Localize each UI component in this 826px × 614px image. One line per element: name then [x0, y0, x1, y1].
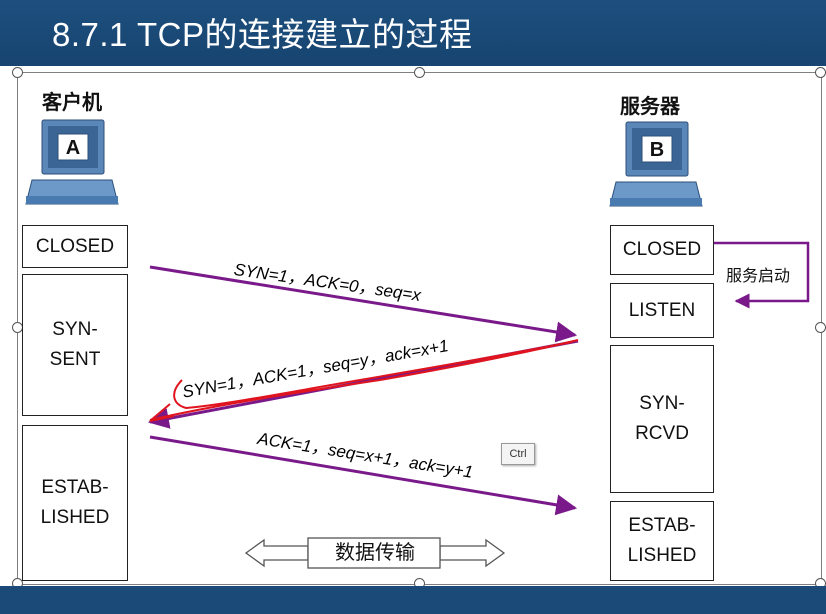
server-state-syn-rcvd: SYN- RCVD — [610, 345, 714, 493]
client-state-syn-sent-line1: SYN- — [52, 319, 98, 340]
server-state-syn-rcvd-line2: RCVD — [635, 423, 689, 444]
server-state-closed: CLOSED — [610, 225, 714, 275]
data-transfer-box — [307, 537, 441, 569]
server-label: 服务器 — [620, 96, 680, 118]
server-state-established: ESTAB- LISHED — [610, 501, 714, 581]
client-state-established-line2: LISHED — [40, 507, 110, 528]
client-label: 客户机 — [42, 92, 102, 114]
client-state-closed: CLOSED — [22, 225, 128, 268]
data-transfer-label: 数据传输 — [335, 542, 415, 564]
server-state-established-line1: ESTAB- — [628, 515, 696, 536]
client-computer-icon — [25, 119, 119, 205]
red-annotation-stroke — [149, 339, 579, 421]
client-letter: A — [66, 137, 80, 159]
bottom-bar — [0, 586, 826, 614]
client-state-syn-sent-line2: SENT — [49, 349, 101, 370]
server-letter: B — [650, 139, 664, 161]
client-state-established: ESTAB- LISHED — [22, 425, 128, 581]
title-bar: 8.7.1 TCP的连接建立的过程 ⟳ — [0, 0, 826, 66]
server-state-closed-text: CLOSED — [622, 239, 702, 260]
client-state-established-line1: ESTAB- — [41, 477, 109, 498]
server-state-established-line2: LISHED — [627, 545, 697, 566]
server-state-syn-rcvd-line1: SYN- — [639, 393, 685, 414]
server-start-label: 服务启动 — [726, 268, 791, 285]
page-title: 8.7.1 TCP的连接建立的过程 — [52, 16, 473, 53]
data-transfer-right-arrow-icon — [439, 538, 506, 568]
resize-handle-top-left[interactable] — [12, 67, 23, 78]
syn-arrow — [149, 265, 578, 343]
server-computer-icon — [609, 121, 703, 207]
rotate-handle-icon[interactable]: ⟳ — [412, 26, 426, 43]
resize-handle-top[interactable] — [414, 67, 425, 78]
server-state-listen: LISTEN — [610, 283, 714, 338]
server-state-listen-text: LISTEN — [628, 299, 696, 321]
ack-arrow — [149, 435, 578, 516]
client-state-closed-text: CLOSED — [35, 235, 115, 257]
data-transfer-left-arrow-icon — [244, 538, 309, 568]
red-annotation-arrowhead — [149, 403, 175, 422]
client-state-syn-sent: SYN- SENT — [22, 274, 128, 416]
ctrl-paste-badge[interactable]: Ctrl — [501, 443, 535, 465]
server-start-connector — [714, 241, 810, 309]
